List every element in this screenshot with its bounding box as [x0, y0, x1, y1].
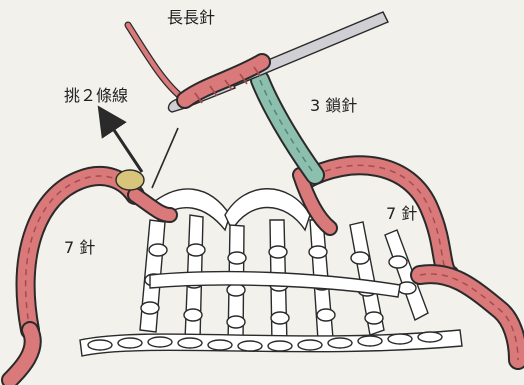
label-chain-3: 3 鎖針	[310, 98, 357, 114]
label-pick-two-strands: 挑２條線	[64, 88, 128, 104]
label-double-treble: 長長針	[167, 10, 215, 26]
pointer-line	[152, 128, 178, 188]
label-seven-right: 7 針	[386, 206, 417, 222]
pick-up-loop	[116, 170, 144, 190]
up-left-arrow-icon	[106, 118, 142, 172]
green-chain-3	[260, 80, 315, 175]
label-seven-left: 7 針	[64, 240, 95, 256]
